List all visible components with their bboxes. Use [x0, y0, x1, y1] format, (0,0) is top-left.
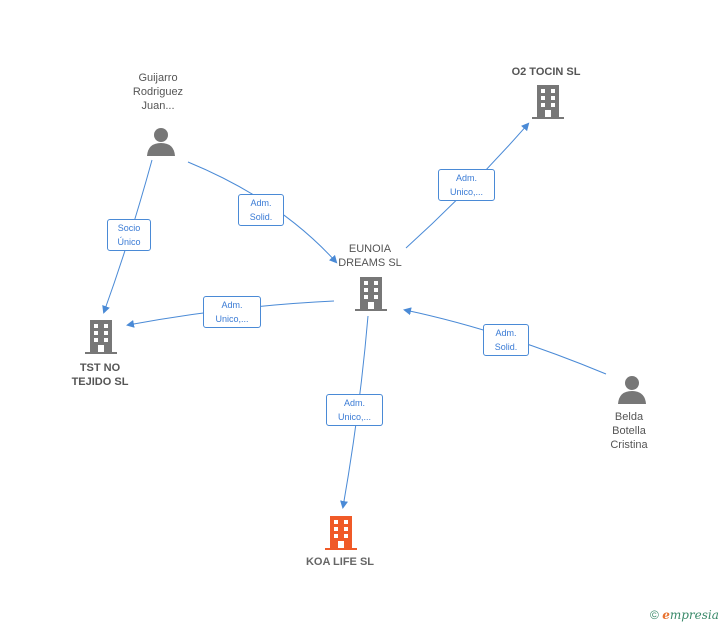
edge-label-eunoia-koa: Adm. Unico,...: [326, 394, 383, 426]
footer-brand: © empresia: [650, 608, 719, 622]
copyright-icon: ©: [650, 608, 659, 622]
edge-label-belda-eunoia: Adm. Solid.: [483, 324, 529, 356]
person-icon-guijarro[interactable]: [146, 126, 176, 156]
building-icon-koalife[interactable]: [325, 516, 357, 550]
person-icon-belda[interactable]: [617, 374, 647, 404]
edge-label-eunoia-tst: Adm. Unico,...: [203, 296, 261, 328]
edge-label-eunoia-o2: Adm. Unico,...: [438, 169, 495, 201]
edge-label-socio-unico: Socio Único: [107, 219, 151, 251]
building-icon-eunoia[interactable]: [355, 277, 387, 311]
node-label-eunoia[interactable]: EUNOIA DREAMS SL: [338, 243, 402, 269]
node-label-guijarro[interactable]: Guijarro Rodriguez Juan...: [132, 72, 184, 112]
node-label-tstno[interactable]: TST NO TEJIDO SL: [71, 362, 129, 388]
node-label-koalife[interactable]: KOA LIFE SL: [305, 556, 375, 568]
building-icon-tstno[interactable]: [85, 320, 117, 354]
edge-label-guijarro-eunoia: Adm. Solid.: [238, 194, 284, 226]
node-label-belda[interactable]: Belda Botella Cristina: [610, 411, 648, 451]
node-label-o2tocin[interactable]: O2 TOCIN SL: [511, 66, 581, 78]
brand-logo: empresia: [662, 608, 719, 622]
building-icon-o2tocin[interactable]: [532, 85, 564, 119]
